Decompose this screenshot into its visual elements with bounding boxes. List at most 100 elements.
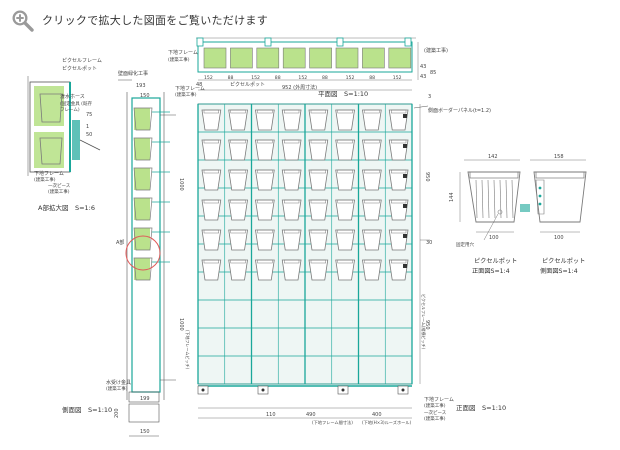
detail-a-dim: 1	[86, 124, 89, 130]
side-pot	[133, 137, 153, 161]
front-view-label: 下地フレーム	[424, 396, 454, 403]
plan-plant	[230, 48, 253, 68]
side-view-title: 側面図 S=1:10	[62, 406, 112, 414]
side-view-label: (建築工事)	[106, 385, 128, 392]
pot-rim	[230, 109, 246, 114]
detail-a-callout[interactable]	[125, 235, 161, 271]
front-view-label: 側面ボーダーパネル(t=1.2)	[428, 107, 491, 114]
side-plant	[134, 198, 150, 220]
plan-view-dim: 952 (外周寸法)	[282, 84, 317, 91]
front-view-title: 正面図 S=1:10	[456, 404, 506, 412]
bolt	[201, 388, 205, 392]
plan-view-title: 平面図 S=1:10	[318, 90, 368, 98]
detail-a-label: (建築工事)	[34, 176, 56, 183]
pot-rim	[230, 259, 246, 264]
plan-view-dim: 152	[251, 75, 260, 81]
detail-a-label: フレーム)	[60, 107, 80, 113]
side-view-dim: 193	[136, 83, 146, 89]
plan-view-label: (建築工事)	[424, 47, 448, 54]
front-view-label: (建築工事)	[424, 402, 446, 409]
plan-view-dim: 88	[322, 75, 328, 81]
detail-a-bracket	[72, 120, 80, 160]
pot-front-label: 固定用穴	[456, 241, 474, 248]
plan-view-label: ピクセルポット	[230, 81, 265, 88]
front-view-label: (下地フレーム間寸法)	[312, 419, 353, 426]
pot-rim	[284, 169, 300, 174]
side-view-water-tray	[128, 391, 160, 403]
side-pot	[133, 197, 153, 221]
pot-rim	[230, 229, 246, 234]
plan-pot	[362, 47, 385, 69]
plan-bracket	[196, 37, 204, 47]
detail-a-dim: 50	[86, 132, 92, 138]
front-view-label: (下地(H×3)ルーズホール)	[362, 419, 412, 426]
pot-rim	[364, 199, 380, 204]
pot-side-name: ピクセルポット	[542, 257, 585, 265]
plan-view-dim: 88	[228, 75, 234, 81]
pot-rib	[499, 179, 502, 219]
plan-pot	[256, 47, 280, 69]
side-plant	[134, 108, 150, 130]
front-view-dim: 490	[306, 412, 316, 418]
pot-front-dim: 142	[488, 154, 498, 160]
pot-rim	[257, 139, 273, 144]
pot-rim	[391, 139, 407, 144]
plan-bracket	[264, 37, 272, 47]
fixing-mark	[403, 264, 407, 268]
pot-rim	[364, 139, 380, 144]
pot-rim	[391, 259, 407, 264]
detail-a-pot	[39, 93, 63, 123]
pot-rim	[230, 169, 246, 174]
plan-view-dim: 85	[430, 70, 436, 76]
plan-view-dim: 43	[420, 74, 426, 80]
plan-view-pots	[196, 37, 412, 69]
detail-a-label: ピクセルフレーム	[62, 58, 102, 64]
pot-front-dim: 100	[489, 235, 499, 241]
front-view-label: (建築工事)	[424, 415, 446, 422]
detail-a-label: 下地フレーム	[34, 170, 64, 177]
pot-rim	[284, 229, 300, 234]
pot-rim	[337, 259, 353, 264]
plan-pot	[203, 47, 227, 69]
pot-front-view: 142 144 100 固定用穴 ピクセルポット 正面図S=1:4	[449, 154, 530, 275]
detail-a-label: ピクセルポット	[62, 65, 97, 72]
front-view-dim: 110	[266, 412, 276, 418]
plan-view-dim: 88	[275, 75, 281, 81]
pot-rib	[505, 179, 508, 219]
pot-rim	[310, 109, 326, 114]
pot-rim	[284, 109, 300, 114]
front-view-dim: 950	[424, 320, 430, 330]
pot-rim	[257, 169, 273, 174]
plan-plant	[388, 48, 411, 68]
plan-pot	[282, 47, 306, 69]
side-plant	[134, 138, 150, 160]
pot-rim	[310, 229, 326, 234]
plan-bracket	[336, 37, 344, 47]
pot-rim	[203, 229, 219, 234]
side-plant	[134, 258, 150, 280]
plan-view-dim: 88	[369, 75, 375, 81]
side-view-pots	[133, 107, 170, 281]
plan-plant	[309, 48, 332, 68]
side-plant	[134, 168, 150, 190]
plan-view-label: (建築工事)	[168, 56, 190, 63]
plan-view-dim: 152	[298, 75, 307, 81]
front-view-dim: 3	[428, 94, 431, 100]
plan-plant	[283, 48, 306, 68]
pot-rim	[310, 169, 326, 174]
pot-rim	[310, 259, 326, 264]
detail-a-dim: 75	[86, 112, 92, 118]
front-view-feet	[197, 385, 409, 395]
pot-side-dim: 100	[554, 235, 564, 241]
detail-a-label: 一次ピース	[48, 182, 71, 189]
fixing-mark	[403, 174, 407, 178]
magnifier-plus-icon[interactable]	[10, 8, 34, 32]
pot-rim	[337, 169, 353, 174]
detail-a-title: A部拡大図 S=1:6	[38, 203, 95, 212]
detail-a-pot	[39, 137, 63, 165]
pot-side-title: 側面図S=1:4	[540, 267, 578, 275]
side-view-label: 下地フレーム	[175, 85, 205, 92]
bolt	[401, 388, 405, 392]
